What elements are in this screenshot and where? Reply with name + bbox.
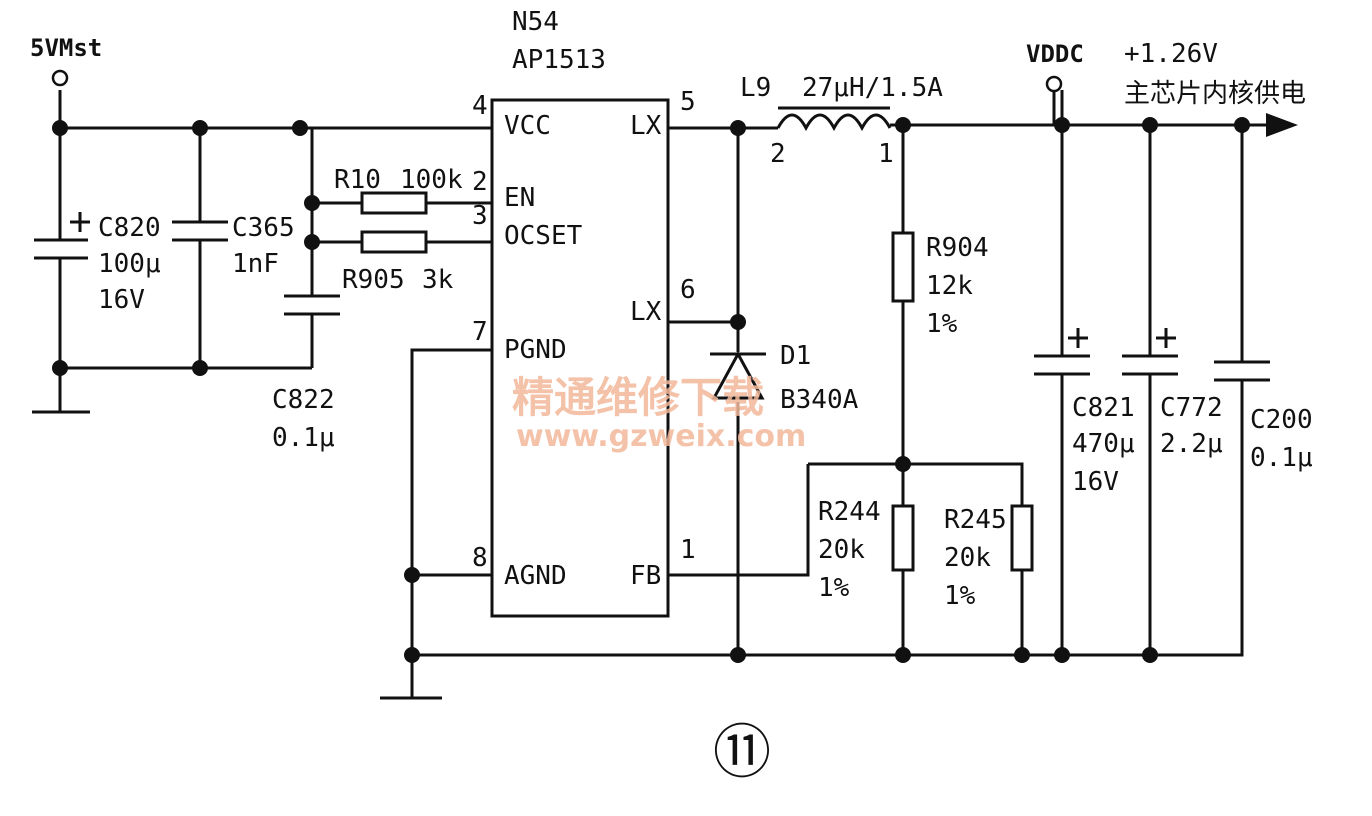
c821-value: 470μ [1072, 429, 1135, 459]
c772-value: 2.2μ [1160, 429, 1223, 459]
c820-value: 100μ [98, 249, 161, 279]
r904-ref: R904 [926, 233, 989, 263]
c822-ref: C822 [272, 385, 335, 415]
pin-name-agnd: AGND [504, 561, 567, 591]
pin-name-fb: FB [630, 561, 661, 591]
c365-value: 1nF [232, 249, 279, 279]
pin-num-pgnd: 7 [472, 317, 488, 347]
l9-pin2: 2 [770, 139, 786, 169]
r245-ref: R245 [944, 505, 1007, 535]
output-arrow [1266, 113, 1298, 137]
r904-tol: 1% [926, 309, 958, 339]
r245-tol: 1% [944, 581, 976, 611]
c820-rating: 16V [98, 285, 145, 315]
c200-value: 0.1μ [1250, 443, 1313, 473]
junction-dots [52, 117, 1250, 663]
r244-tol: 1% [818, 573, 850, 603]
pin-name-en: EN [504, 183, 535, 213]
resistor-r10 [360, 191, 428, 215]
resistor-r905 [360, 230, 428, 254]
r905-value: 3k [422, 265, 454, 295]
figure-number: ⑪ [713, 718, 771, 786]
output-desc-label: 主芯片内核供电 [1124, 79, 1306, 109]
ic-part-label: AP1513 [512, 45, 606, 75]
r904-value: 12k [926, 271, 973, 301]
c772-ref: C772 [1160, 393, 1223, 423]
r10-value: 100k [400, 165, 463, 195]
d1-ref: D1 [780, 341, 811, 371]
inductor-l9 [776, 113, 892, 132]
pin-name-ocset: OCSET [504, 221, 583, 251]
c822-value: 0.1μ [272, 423, 335, 453]
capacitor-c820 [34, 212, 90, 260]
pin-num-ocset: 3 [472, 201, 488, 231]
c365-ref: C365 [232, 213, 295, 243]
r245-value: 20k [944, 543, 991, 573]
l9-value: 27μH/1.5A [802, 73, 943, 103]
ic-body [490, 98, 670, 618]
pin-num-vcc: 4 [472, 91, 488, 121]
output-voltage-label: +1.26V [1124, 39, 1218, 69]
l9-ref: L9 [740, 73, 771, 103]
resistor-r245 [1010, 504, 1034, 572]
pin-num-agnd: 8 [472, 543, 488, 573]
pin-name-pgnd: PGND [504, 335, 567, 365]
output-net-label: VDDC [1026, 40, 1084, 68]
c820-ref: C820 [98, 213, 161, 243]
resistor-r904 [891, 231, 915, 303]
diode-d1 [710, 350, 766, 400]
capacitor-c772 [1122, 328, 1178, 376]
r244-value: 20k [818, 535, 865, 565]
pin-num-lx5: 5 [680, 87, 696, 117]
d1-part: B340A [780, 385, 859, 415]
r244-ref: R244 [818, 497, 881, 527]
c821-ref: C821 [1072, 393, 1135, 423]
watermark-url: www.gzweix.com [516, 419, 806, 454]
resistor-r244 [891, 504, 915, 572]
capacitor-c821 [1034, 328, 1090, 376]
pin-num-fb: 1 [680, 535, 696, 565]
ic-ref-label: N54 [512, 7, 559, 37]
l9-pin1: 1 [878, 139, 894, 169]
capacitor-c822 [284, 294, 340, 316]
capacitor-c200 [1214, 360, 1270, 382]
pin-name-lx5: LX [630, 111, 662, 141]
capacitor-c365 [172, 220, 228, 242]
c200-ref: C200 [1250, 405, 1313, 435]
supply-label: 5VMst [30, 34, 102, 62]
pin-name-vcc: VCC [504, 111, 551, 141]
watermark-title: 精通维修下载 [512, 373, 764, 422]
terminal-vddc [1045, 75, 1063, 93]
pin-num-lx6: 6 [680, 275, 696, 305]
pin-name-lx6: LX [630, 297, 662, 327]
r905-ref: R905 [342, 265, 405, 295]
terminal-5vmst [51, 69, 69, 87]
pin-num-en: 2 [472, 167, 488, 197]
r10-ref: R10 [334, 165, 381, 195]
c821-rating: 16V [1072, 467, 1119, 497]
